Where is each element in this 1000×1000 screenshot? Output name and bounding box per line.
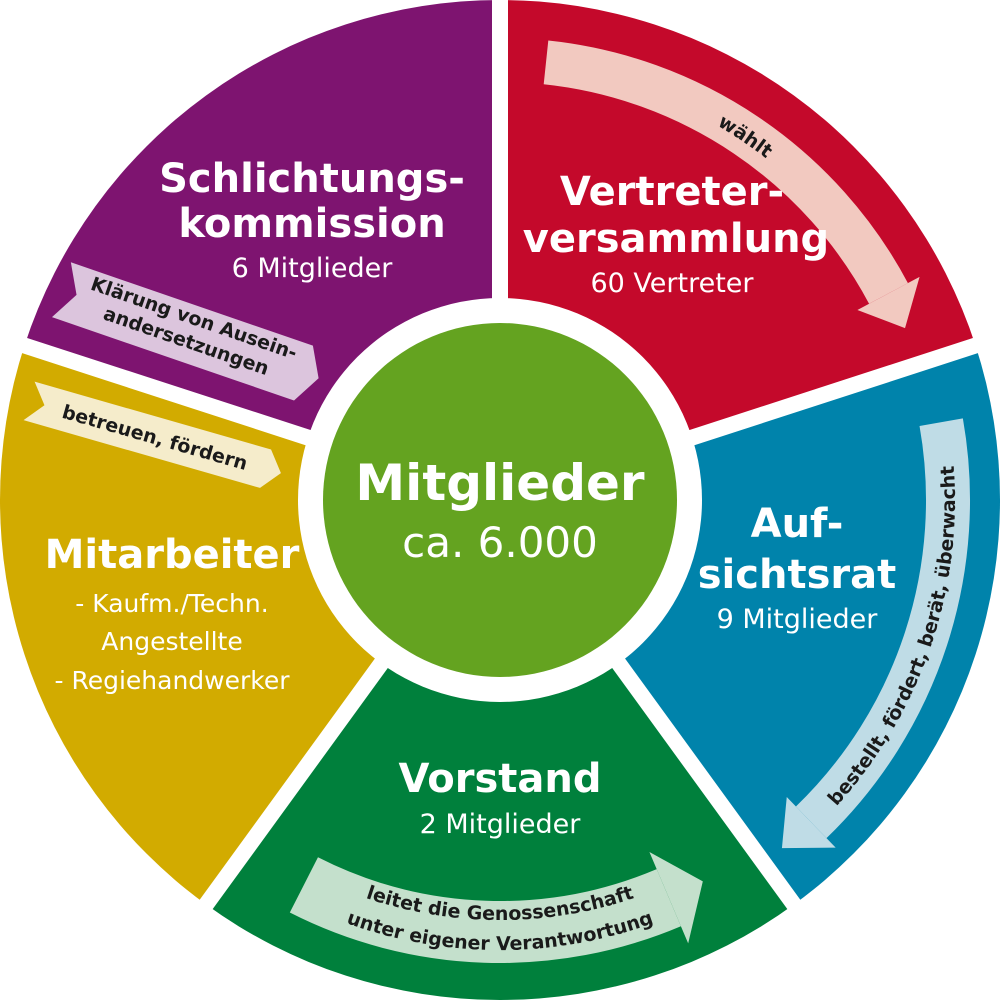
center-count: ca. 6.000 (402, 518, 598, 567)
band-waehlt-arrowhead-icon (857, 276, 920, 329)
aufsichtsrat-title-1: Auf- (751, 501, 844, 547)
band-schlichtung (51, 262, 319, 401)
vertreter-title-1: Vertreter- (560, 169, 784, 215)
mitarbeiter-line-2: Angestellte (101, 627, 242, 656)
band-aufsichtsrat-arrowhead-icon (781, 796, 836, 849)
aufsichtsrat-title-2: sichtsrat (698, 552, 896, 598)
mitarbeiter-line-3: - Regiehandwerker (54, 666, 290, 695)
vertreter-title-2: versammlung (523, 216, 829, 262)
band-aufsichtsrat (795, 418, 970, 839)
mitarbeiter-line-1: - Kaufm./Techn. (75, 589, 268, 618)
schlichtung-title-1: Schlichtungs- (159, 156, 465, 202)
band-waehlt (543, 40, 908, 304)
schlichtung-members: 6 Mitglieder (232, 253, 394, 284)
band-mitarbeiter (23, 381, 281, 488)
schlichtung-title-2: kommission (178, 201, 445, 247)
vorstand-members: 2 Mitglieder (420, 809, 582, 840)
aufsichtsrat-members: 9 Mitglieder (717, 604, 879, 635)
center-circle (323, 323, 677, 677)
vorstand-title: Vorstand (398, 756, 601, 802)
mitarbeiter-title: Mitarbeiter (45, 532, 300, 578)
vertreter-members: 60 Vertreter (590, 268, 754, 299)
band-vorstand-arrowhead-icon (649, 852, 703, 944)
center-title: Mitglieder (355, 454, 644, 512)
band-vorstand (289, 857, 681, 964)
